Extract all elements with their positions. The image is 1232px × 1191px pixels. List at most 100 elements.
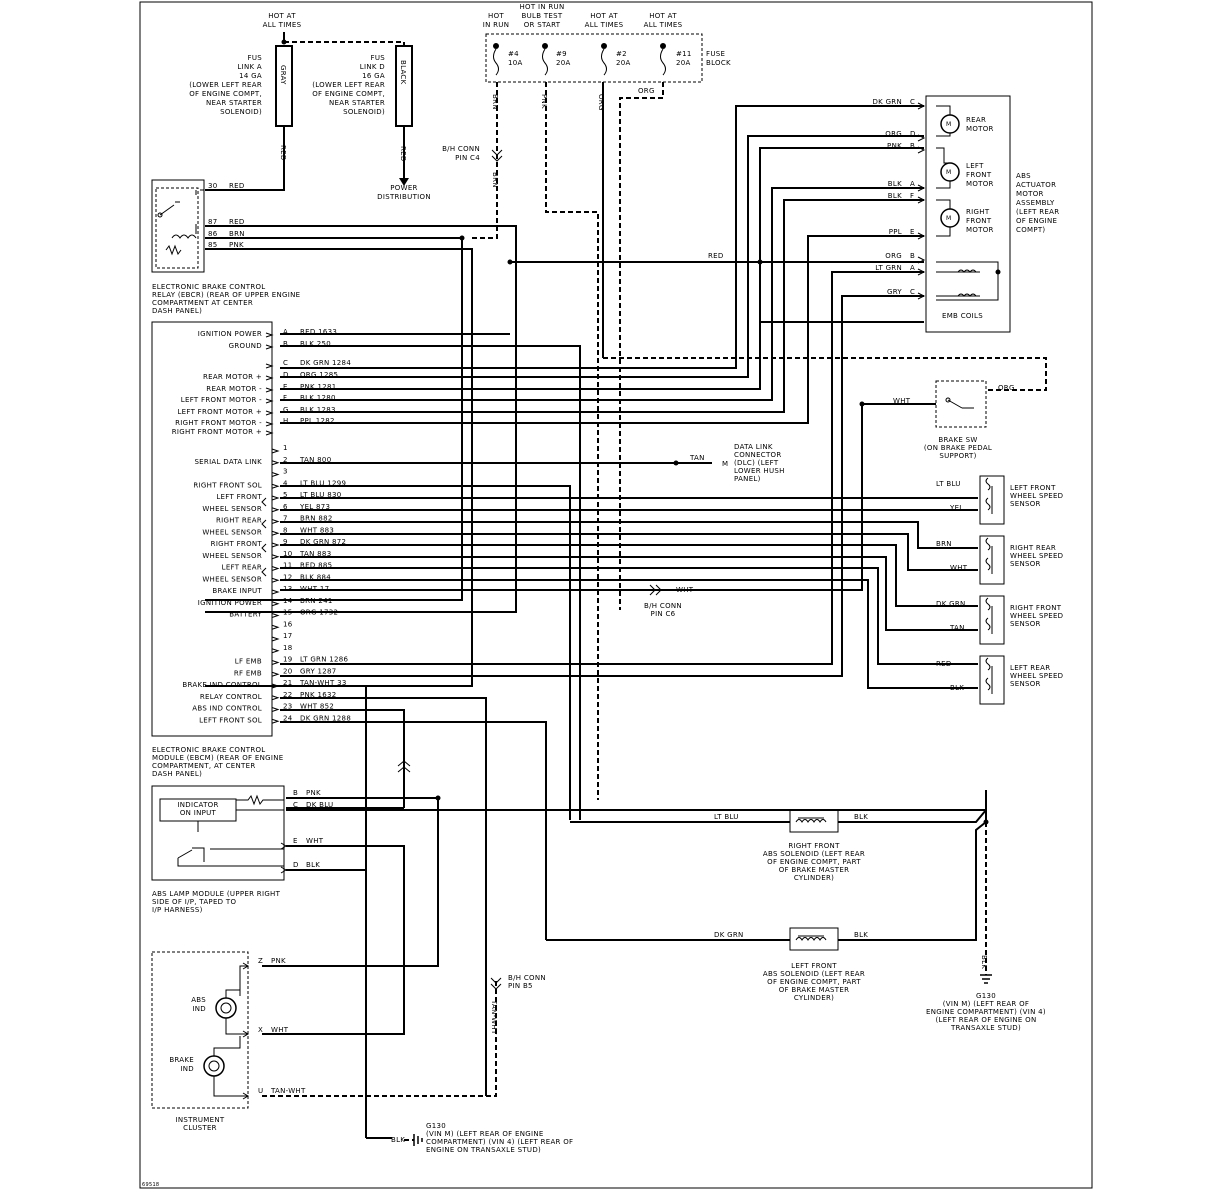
relay-wire-86: BRN [229,230,245,238]
org-horizontal-label: ORG [638,87,655,95]
actuator-pin-arrow [917,102,926,110]
relay-wire-85: PNK [229,241,244,249]
wheel-sensor-box [979,595,1005,645]
ebcm-pin-label: REAR MOTOR + [203,373,262,381]
ebcm-pin-label: WHEEL SENSOR [202,528,262,536]
wheel-sensor-box [979,475,1005,525]
ebcm-pin-label: RELAY CONTROL [200,693,262,701]
cluster-wire-x: WHT [271,1026,289,1034]
ebcm-pin-arrow [271,707,280,712]
ebcm-pin-arrow [271,636,280,642]
rf-sol-out-label: BLK [854,813,868,821]
hot-all-times-line2: ALL TIMES [263,21,302,29]
ebcm-wire-label: YEL 873 [299,503,330,511]
ebcm-pin-arrow [271,648,280,654]
ebcm-pin-arrow [271,519,280,524]
actuator-wire-label: LT GRN [875,264,902,272]
fusible-link-d [395,45,413,127]
ebcm-pin-arrow [271,671,280,677]
ebcm-pin-label: RIGHT REAR [216,517,262,525]
ground-bottom-blk-label: BLK [391,1136,405,1144]
ebcm-pin-arrow [265,430,274,436]
link-d-red-label: RED [399,146,407,162]
cluster-wire-z: PNK [271,957,286,965]
ebcm-pin-id: 21 [283,679,293,687]
ebcm-pin-id: 11 [283,562,293,570]
ebcm-wire-label: WHT 852 [300,703,334,711]
ebcm-pin-id: B [283,340,288,348]
ebcm-pin-id: 17 [283,632,293,640]
ebcm-pin-arrow [271,613,280,618]
wheel-sensor-coil [985,537,993,574]
svg-text:M: M [946,121,951,128]
ebcm-pin-label: GROUND [229,342,262,350]
wheel-sensor-coil [985,597,993,634]
wheel-sensor-coil [985,657,993,694]
ebcm-pin-arrow [271,566,280,571]
cluster-pin-z: Z [258,957,263,965]
actuator-pin-arrow [917,134,926,142]
ebcm-wire-label: RED 1633 [300,328,337,336]
ebcm-pin-arrow [265,387,274,393]
actuator-pin-id: C [910,98,915,106]
actuator-pin-arrow [917,256,926,264]
wheel-sensor-wire: DK GRN [936,600,966,608]
ebcm-pin-arrow [265,344,274,350]
svg-text:M: M [946,215,951,222]
ebcm-pin-id: 5 [283,491,288,499]
link-a-red-label: RED [279,145,287,161]
actuator-pin-id: A [910,264,915,272]
ebcm-wire-label: WHT 883 [300,526,334,534]
actuator-red-label: RED [708,252,724,260]
actuator-pin-id: A [910,180,915,188]
ebcm-pin-label: RIGHT FRONT [211,540,263,548]
relay-pin-85: 85 [208,241,218,249]
wheel-sensor-wire: BRN [936,540,952,548]
actuator-pin-arrow [917,146,926,154]
ebcm-pin-arrow [265,363,274,369]
ebcm-wire-label: TAN-WHT 33 [299,679,347,687]
lamp-pin-e: E [293,837,298,845]
lf-sol-in-label: DK GRN [714,931,744,939]
ebcm-pin-label: LEFT FRONT [216,493,262,501]
actuator-pin-id: C [910,288,915,296]
relay-pin-87: 87 [208,218,218,226]
pnk-vertical-label: PNK [540,94,548,109]
ebcm-wire-label: ORG 1285 [300,371,338,379]
ebcm-pin-label: LEFT FRONT MOTOR - [181,396,262,404]
ebcm-pin-id: 10 [283,550,293,558]
ebcm-wire-label: GRY 1287 [300,667,337,675]
ebcm-pin-arrow [265,410,274,416]
rf-sol-in-label: LT BLU [714,813,739,821]
org-vertical-label: ORG [597,94,605,111]
lamp-pin-b: B [293,789,298,797]
ebcm-pin-label: RIGHT FRONT MOTOR - [175,419,262,427]
wheel-sensor-coil [985,477,993,514]
ebcm-wire-label: BLK 884 [300,573,331,581]
ebcm-wire-label: LT GRN 1286 [300,656,349,664]
actuator-pin-id: E [910,228,915,236]
ebcm-pin-label: WHEEL SENSOR [202,552,262,560]
ebcm-pin-id: 6 [283,503,288,511]
actuator-pin-id: F [910,192,914,200]
wheel-sensor-wire: RED [936,660,952,668]
wheel-sensor-wire: LT BLU [936,480,961,488]
ebcm-pin-id: H [283,417,289,425]
ebcm-pin-label: ABS IND CONTROL [192,705,262,713]
wheel-sensor-wire: TAN [949,624,965,632]
ebcm-pin-id: 23 [283,703,293,711]
ebcm-wire-label: BLK 250 [300,340,331,348]
